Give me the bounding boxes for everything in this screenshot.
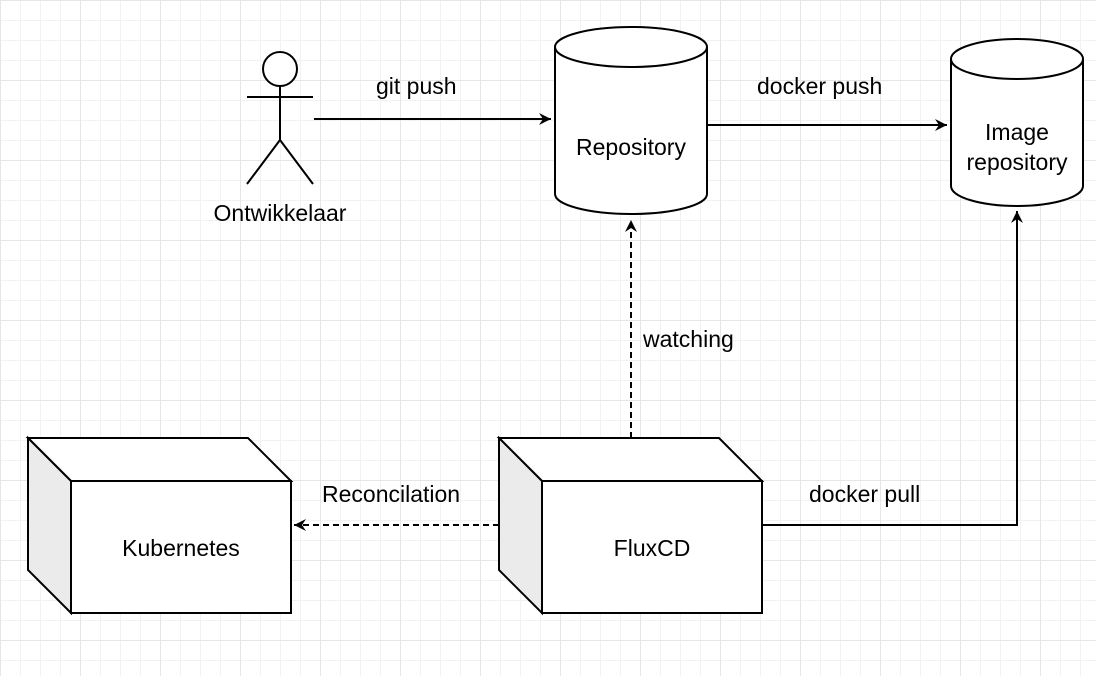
- kubernetes-label: Kubernetes: [122, 535, 240, 561]
- fluxcd-label: FluxCD: [613, 535, 691, 561]
- actor-head: [262, 51, 298, 87]
- kubernetes-box-top: [25, 437, 294, 482]
- actor-right-leg: [279, 139, 314, 185]
- fluxcd-box-front: [541, 480, 763, 614]
- fluxcd-box-top: [496, 437, 765, 482]
- repository-label: Repository: [576, 134, 686, 160]
- docker-push-label: docker push: [757, 73, 883, 99]
- repository-cylinder[interactable]: [554, 26, 708, 215]
- image-repository-label-line2: repository: [966, 149, 1068, 175]
- repository-cylinder-top: [554, 26, 708, 68]
- image-repository-cylinder[interactable]: [950, 38, 1084, 207]
- image-repository-label-line1: Image: [985, 119, 1049, 145]
- docker-pull-arrow[interactable]: [762, 211, 1023, 526]
- actor-stick-figure[interactable]: [246, 51, 314, 185]
- fluxcd-box[interactable]: [496, 435, 765, 616]
- reconcilation-label: Reconcilation: [322, 481, 461, 507]
- watching-label: watching: [643, 326, 734, 352]
- git-push-label: git push: [376, 73, 457, 99]
- repository-cylinder-body: [554, 47, 708, 215]
- kubernetes-box-front: [70, 480, 292, 614]
- docker-pull-label: docker pull: [809, 481, 921, 507]
- image-repository-cylinder-top: [950, 38, 1084, 80]
- image-repository-cylinder-body: [950, 59, 1084, 207]
- kubernetes-box[interactable]: [25, 435, 294, 616]
- actor-label: Ontwikkelaar: [213, 200, 347, 226]
- actor-left-leg: [246, 139, 281, 185]
